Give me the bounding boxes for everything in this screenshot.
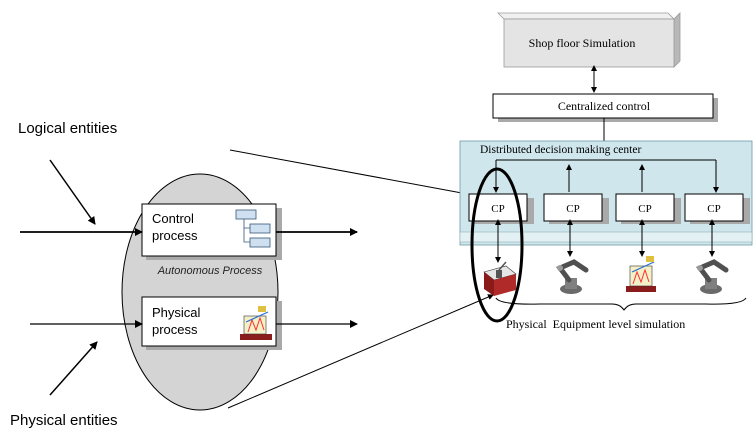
robot-arm-icon — [696, 259, 729, 294]
zoom-line-bottom — [227, 294, 494, 409]
hierarchy-icon — [235, 209, 271, 248]
machine-icon — [240, 306, 272, 340]
robot-cell-icon — [483, 261, 517, 296]
cp-box-1-label: CP — [491, 203, 504, 215]
shop-floor-simulation-label: Shop floor Simulation — [529, 36, 636, 50]
distributed-decision-center-panel — [459, 140, 753, 246]
cp-box-4: CP — [684, 160, 750, 224]
distributed-decision-center-bar — [459, 231, 753, 243]
equipment-brace — [495, 297, 747, 311]
cp-box-3-label: CP — [638, 203, 651, 215]
autonomous-process-label: Autonomous Process — [157, 265, 263, 277]
centralized-control-label: Centralized control — [558, 99, 651, 113]
robot-arm-icon — [556, 259, 589, 294]
machine-icon — [626, 256, 656, 292]
control-process-label-line2: process — [152, 228, 198, 243]
cp-box-3: CP — [615, 164, 681, 224]
logical-entities-label: Logical entities — [18, 120, 117, 137]
physical-entities-label: Physical entities — [10, 412, 118, 429]
physical-process-label-line1: Physical — [152, 305, 201, 320]
physical-process-label-line2: process — [152, 322, 198, 337]
zoom-line-top — [229, 149, 479, 197]
logical-entities-arrow — [49, 159, 96, 225]
shop-floor-simulation-box: Shop floor Simulation — [497, 12, 681, 68]
cp-box-4-label: CP — [707, 203, 720, 215]
physical-entities-arrow — [49, 341, 98, 396]
physical-equipment-label: Physical Equipment level simulation — [506, 317, 685, 331]
centralized-control-box — [492, 93, 714, 119]
highlight-ellipse — [470, 167, 524, 323]
cp-box-2-label: CP — [566, 203, 579, 215]
control-process-label-line1: Control — [152, 211, 194, 226]
cp-box-2: CP — [543, 164, 609, 224]
distributed-decision-center-label: Distributed decision making center — [480, 144, 641, 156]
